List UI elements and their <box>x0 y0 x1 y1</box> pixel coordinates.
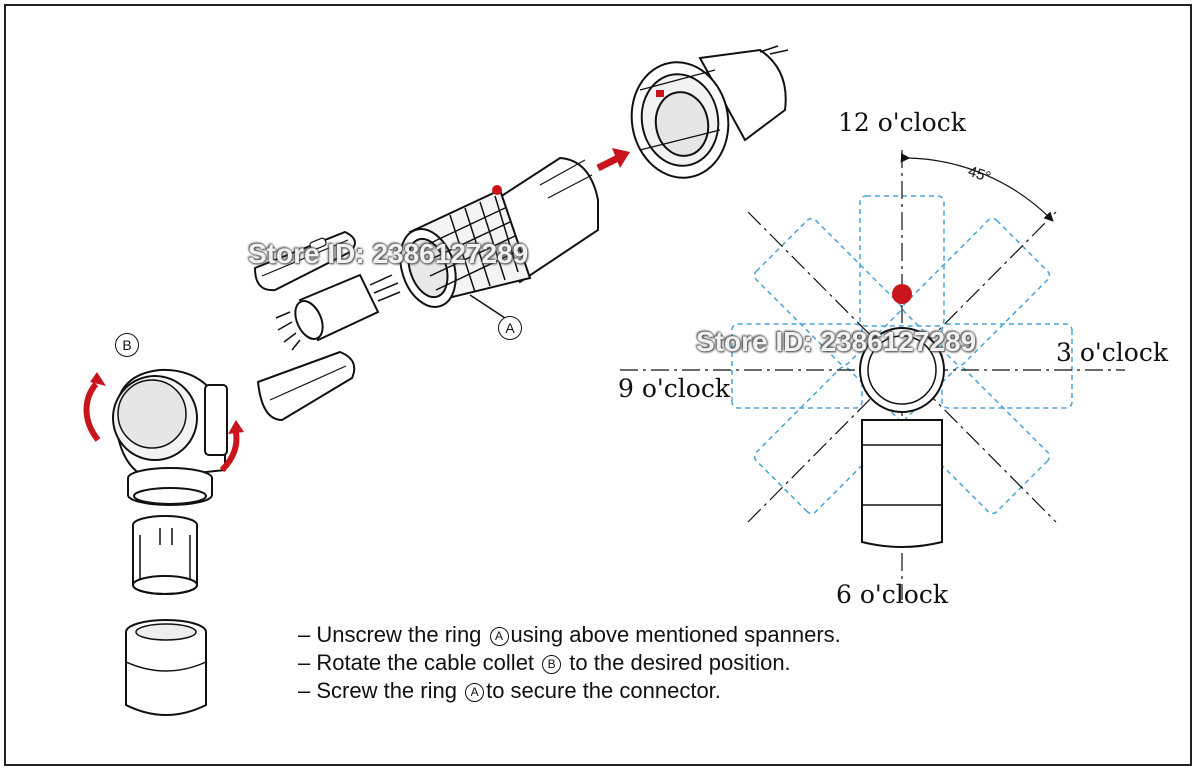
center-connector <box>859 327 945 548</box>
watermark-left: Store ID: 2386127289 <box>248 238 529 269</box>
alignment-mark-receptacle <box>656 90 664 97</box>
label-6-oclock: 6 o'clock <box>836 580 948 609</box>
half-shell-upper <box>253 230 356 292</box>
contact-insert <box>275 273 401 351</box>
marker-b: B <box>542 655 562 674</box>
label-12-oclock: 12 o'clock <box>838 108 966 137</box>
label-9-oclock: 9 o'clock <box>618 374 730 403</box>
alignment-dot-top <box>892 284 912 304</box>
watermark-right: Store ID: 2386127289 <box>696 326 977 357</box>
alignment-dot-plug <box>492 185 502 195</box>
marker-a: A <box>465 683 485 702</box>
insert-arrow <box>596 154 620 172</box>
plug-body <box>399 156 599 308</box>
rotate-arrow-left-head <box>90 372 106 386</box>
collet-nut <box>125 619 207 716</box>
rotate-arrow-left <box>83 382 101 442</box>
collet-sleeve <box>132 515 198 595</box>
marker-a: A <box>489 627 509 646</box>
callout-a-leader <box>469 294 506 319</box>
collet-b-assembly <box>112 368 228 506</box>
rotate-arrow-right-head <box>228 420 244 434</box>
instruction-step: – Rotate the cable collet B to the desir… <box>298 650 791 675</box>
rotate-arrow-right <box>219 431 240 473</box>
angle-arc <box>900 153 1054 222</box>
half-shell-lower <box>256 350 356 422</box>
receptacle <box>630 45 789 179</box>
callout-a: A <box>498 316 522 340</box>
label-3-oclock: 3 o'clock <box>1056 338 1168 367</box>
insert-arrow-head <box>612 148 630 168</box>
callout-b: B <box>115 333 139 357</box>
